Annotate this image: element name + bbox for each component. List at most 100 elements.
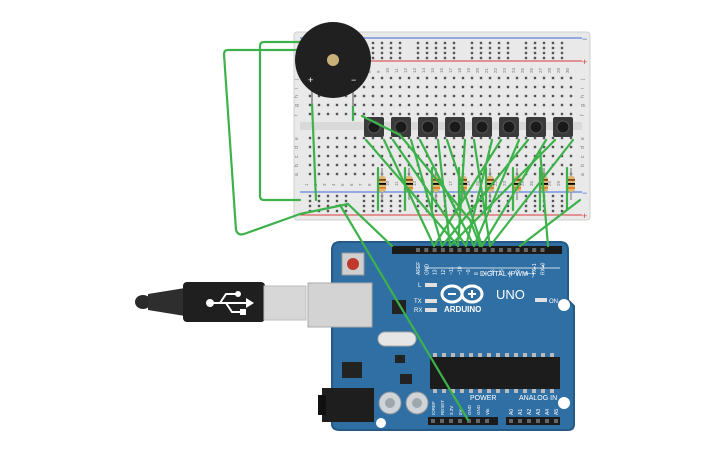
- row-letter: j: [580, 79, 586, 81]
- breadboard-hole: [560, 136, 564, 140]
- analog-pin-socket[interactable]: [554, 419, 558, 423]
- push-button-cap[interactable]: [556, 120, 570, 134]
- push-button-group[interactable]: [364, 117, 573, 137]
- wire-gnd-to-arduino[interactable]: [338, 203, 470, 422]
- wire-buzzer-minus-route[interactable]: [360, 114, 482, 248]
- wire-pin-2[interactable]: [538, 148, 550, 248]
- digital-pin-socket[interactable]: [523, 248, 528, 252]
- push-button-cap[interactable]: [475, 120, 489, 134]
- mcu-pin: [451, 353, 455, 357]
- wire-buzzer-plus[interactable]: [310, 101, 318, 202]
- wire-rail-to-header[interactable]: [346, 202, 394, 248]
- resistor[interactable]: [378, 168, 386, 200]
- push-button[interactable]: [526, 117, 546, 137]
- push-button[interactable]: [472, 117, 492, 137]
- push-button[interactable]: [499, 117, 519, 137]
- analog-pin-socket[interactable]: [545, 419, 549, 423]
- power-pin-socket[interactable]: [449, 419, 453, 423]
- led-on: [535, 298, 547, 302]
- digital-pin-socket[interactable]: [457, 248, 462, 252]
- power-pin-socket[interactable]: [458, 419, 462, 423]
- power-pin-header[interactable]: [428, 417, 498, 425]
- wire-button-signal[interactable]: [436, 138, 452, 248]
- power-pin-socket[interactable]: [476, 419, 480, 423]
- power-pin-socket[interactable]: [440, 419, 444, 423]
- wire-button-signal[interactable]: [409, 138, 444, 248]
- wire-button-signal[interactable]: [472, 138, 521, 248]
- breadboard-hole: [497, 94, 501, 98]
- wire-button-signal[interactable]: [382, 138, 436, 248]
- wire-button-to-pin[interactable]: [391, 138, 468, 248]
- resistor-band: [378, 187, 386, 189]
- digital-pin-socket[interactable]: [432, 248, 437, 252]
- analog-pin-socket[interactable]: [518, 419, 522, 423]
- piezo-buzzer[interactable]: + −: [295, 22, 371, 106]
- signal-wires[interactable]: [360, 114, 582, 248]
- push-button[interactable]: [364, 117, 384, 137]
- digital-pin-socket[interactable]: [416, 248, 420, 252]
- usb-cable[interactable]: [135, 282, 307, 322]
- breadboard-hole: [443, 85, 447, 89]
- wire-button-to-pin[interactable]: [448, 138, 557, 248]
- push-button[interactable]: [553, 117, 573, 137]
- power-pin-socket[interactable]: [467, 419, 471, 423]
- wire-button-signal[interactable]: [464, 138, 494, 248]
- digital-pin-socket[interactable]: [507, 248, 512, 252]
- analog-pin-socket[interactable]: [527, 419, 531, 423]
- wire-button-signal[interactable]: [488, 138, 575, 248]
- power-pin-socket[interactable]: [431, 419, 435, 423]
- breadboard-hole: [344, 112, 348, 116]
- digital-pin-socket[interactable]: [540, 248, 545, 252]
- push-button-cap[interactable]: [421, 120, 435, 134]
- digital-pin-socket[interactable]: [474, 248, 479, 252]
- column-number: 26: [529, 67, 534, 73]
- breadboard-hole: [398, 85, 402, 89]
- digital-pin-socket[interactable]: [449, 248, 454, 252]
- wire-button-signal[interactable]: [480, 138, 548, 248]
- push-button[interactable]: [418, 117, 438, 137]
- wire-button-to-pin[interactable]: [445, 138, 484, 248]
- digital-pin-socket[interactable]: [465, 248, 470, 252]
- resistor[interactable]: [567, 168, 575, 200]
- push-button-cap[interactable]: [394, 120, 408, 134]
- push-button-cap[interactable]: [529, 120, 543, 134]
- wire-button-signal[interactable]: [456, 138, 467, 248]
- push-button[interactable]: [391, 117, 411, 137]
- breadboard-hole: [380, 103, 384, 107]
- reset-button-cap[interactable]: [347, 258, 359, 270]
- digital-pin-socket[interactable]: [532, 248, 537, 252]
- analog-pin-socket[interactable]: [536, 419, 540, 423]
- wire-button-to-pin[interactable]: [440, 138, 530, 248]
- wire-pin-4[interactable]: [518, 198, 582, 248]
- wire-button-to-pin[interactable]: [364, 138, 460, 248]
- wire-button-to-pin[interactable]: [472, 138, 492, 248]
- breadboard-hole: [560, 154, 564, 158]
- wire-button-to-pin[interactable]: [432, 138, 503, 248]
- power-pin-socket[interactable]: [485, 419, 489, 423]
- wire-buzzer-loop-inner[interactable]: [258, 40, 302, 202]
- push-button[interactable]: [445, 117, 465, 137]
- analog-pin-header[interactable]: [506, 417, 560, 425]
- digital-pin-socket[interactable]: [424, 248, 429, 252]
- wire-group[interactable]: [222, 40, 582, 422]
- push-button-cap[interactable]: [502, 120, 516, 134]
- rail-hole: [533, 56, 537, 60]
- digital-pin-socket[interactable]: [490, 248, 495, 252]
- digital-pin-socket[interactable]: [515, 248, 520, 252]
- column-number: 28: [547, 180, 552, 186]
- analog-pin-socket[interactable]: [509, 419, 513, 423]
- digital-pin-socket[interactable]: [440, 248, 445, 252]
- breadboard-hole: [470, 85, 474, 89]
- rail-hole: [398, 209, 402, 213]
- digital-pin-socket[interactable]: [482, 248, 487, 252]
- wire-buzzer-loop-outer[interactable]: [222, 48, 350, 236]
- column-number: 13: [412, 180, 417, 186]
- breadboard-hole: [434, 112, 438, 116]
- column-number: 15: [430, 67, 435, 73]
- digital-pin-socket[interactable]: [499, 248, 503, 252]
- push-button-cap[interactable]: [448, 120, 462, 134]
- led-rx-label: RX: [414, 308, 422, 314]
